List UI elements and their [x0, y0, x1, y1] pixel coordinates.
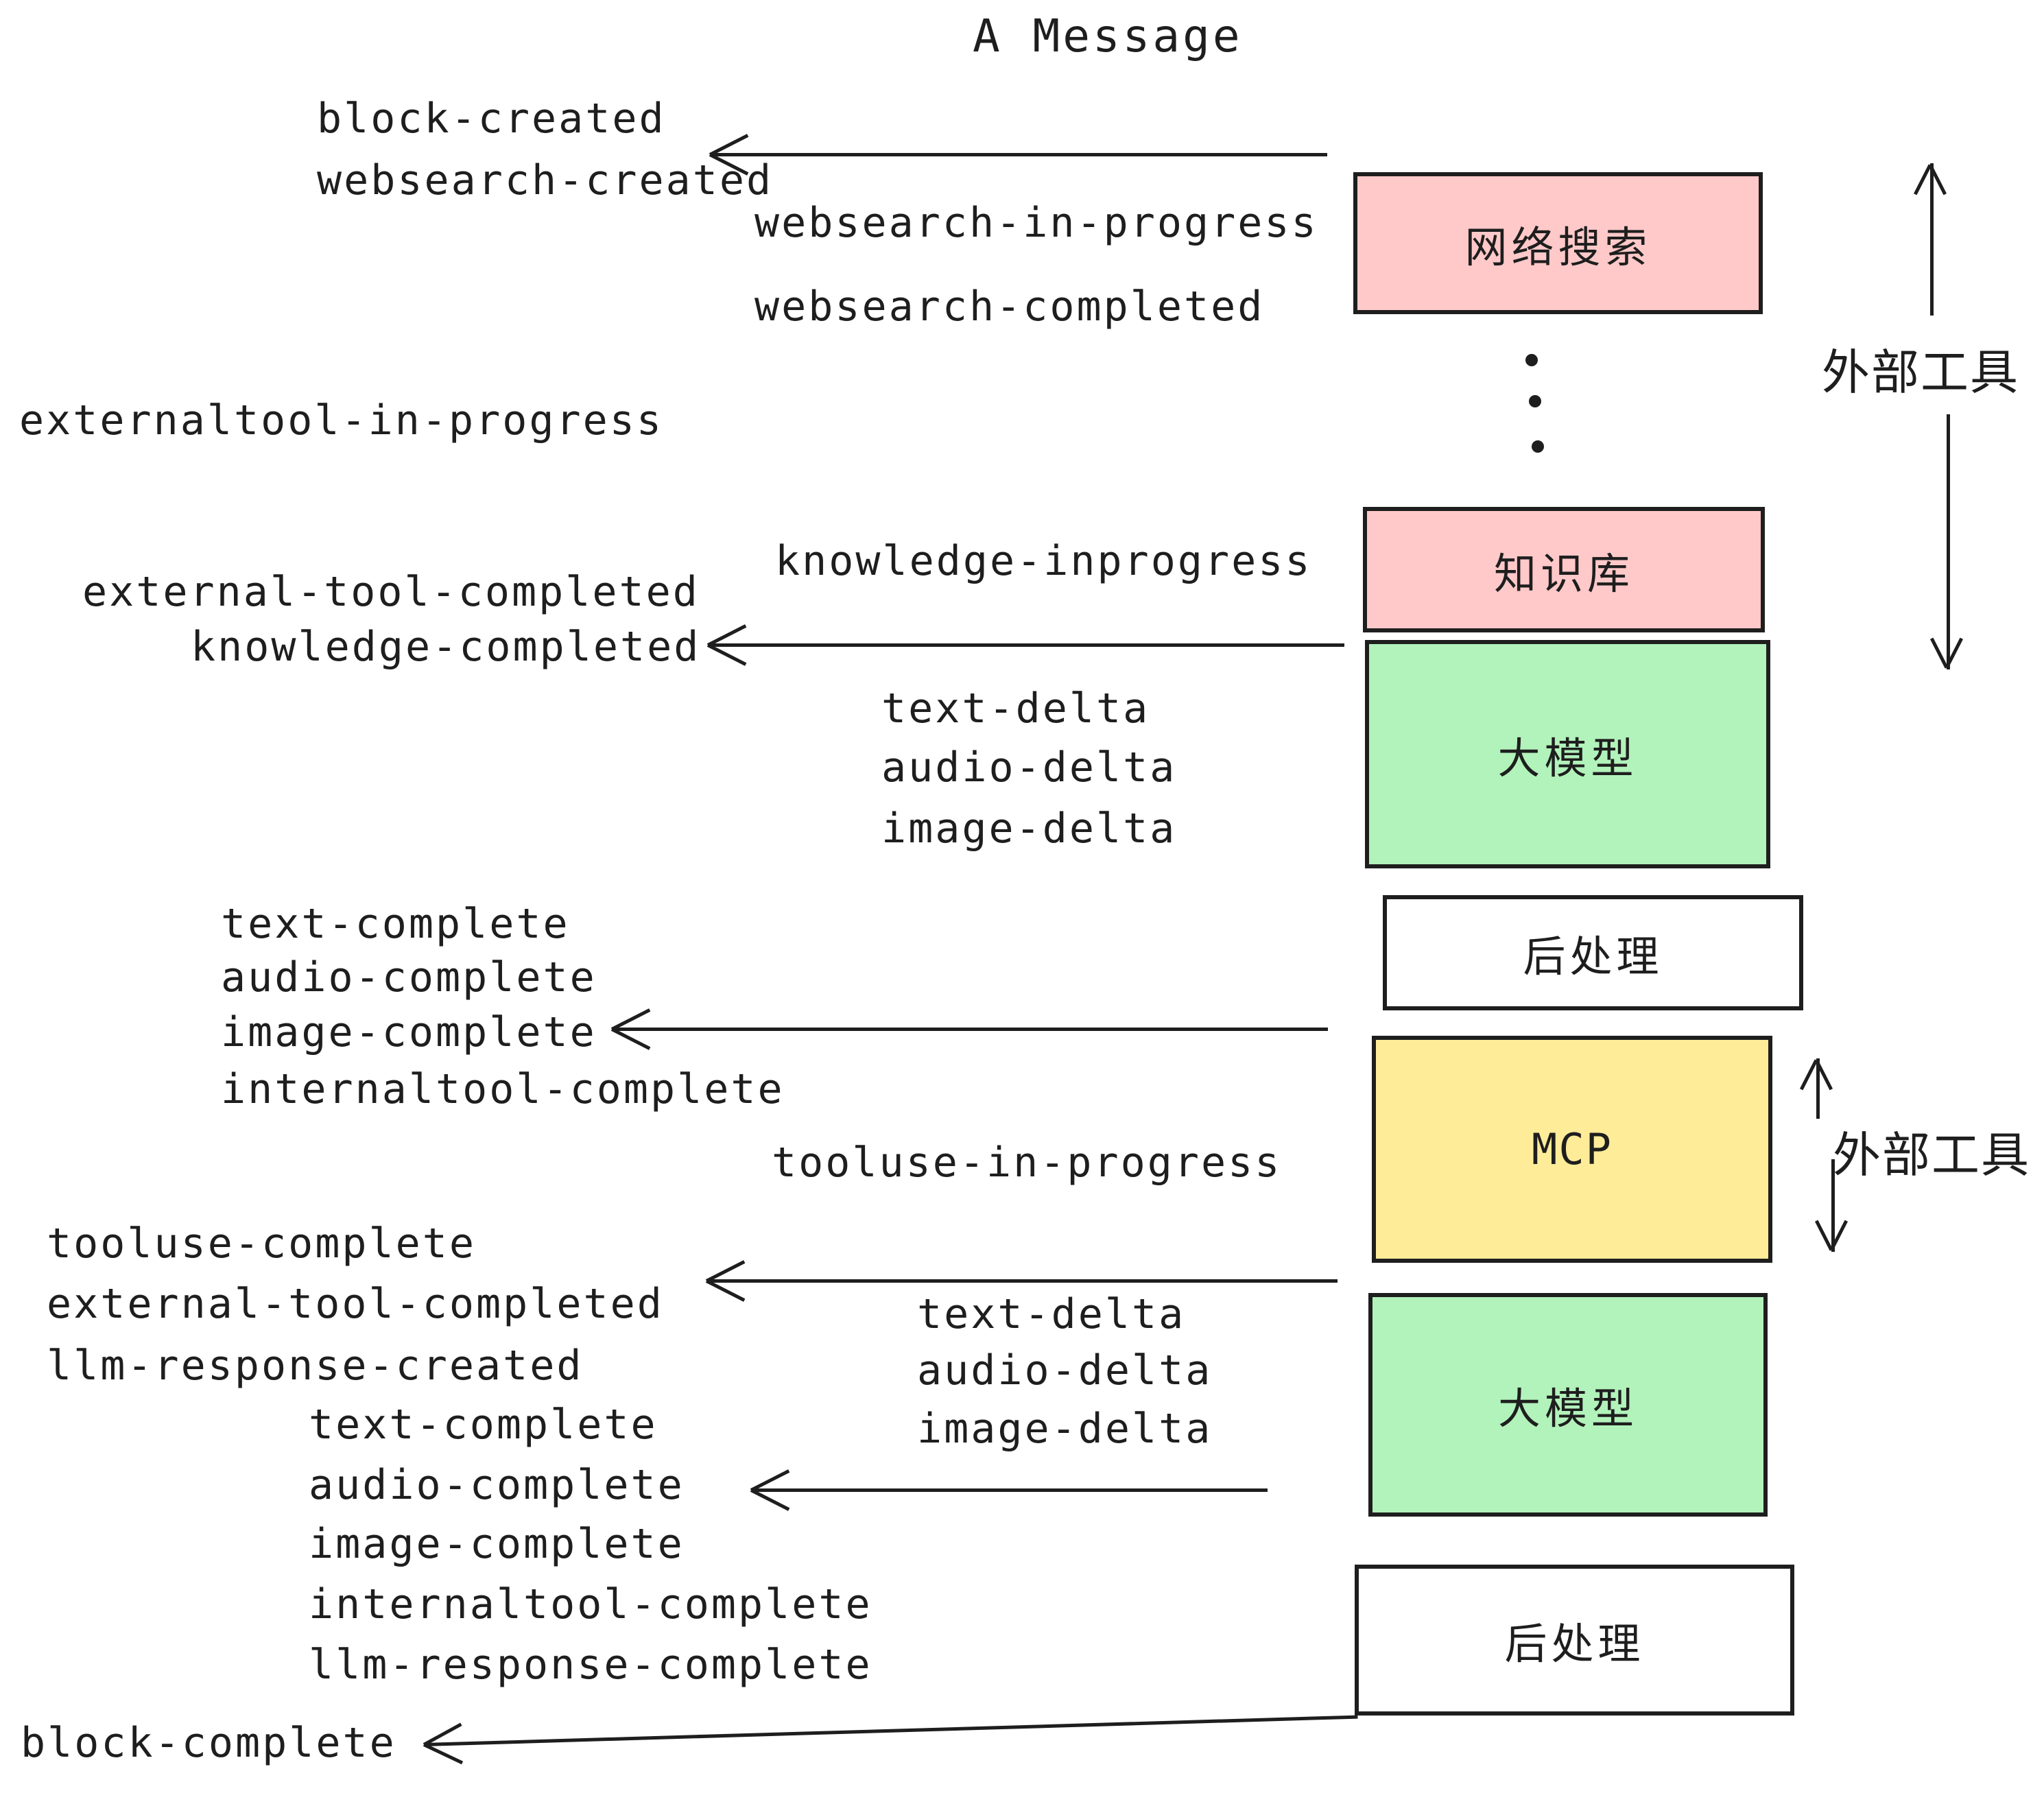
arrow-to-block-complete — [423, 1715, 1358, 1765]
event-text-complete: text-complete — [221, 900, 570, 948]
event-websearch-completed: websearch-completed — [754, 283, 1265, 331]
event-tooluse-in-progress: tooluse-in-progress — [772, 1139, 1282, 1187]
ellipsis-dot-1 — [1525, 354, 1538, 366]
event-internaltool-complete: internaltool-complete — [221, 1065, 785, 1113]
box-mcp: MCP — [1372, 1036, 1772, 1263]
box-knowledge: 知识库 — [1363, 507, 1765, 632]
event-tooluse-complete: tooluse-complete — [47, 1220, 476, 1268]
event-internaltool-complete-2: internaltool-complete — [309, 1580, 872, 1628]
event-audio-complete: audio-complete — [221, 953, 597, 1001]
box-websearch-label: 网络搜索 — [1464, 224, 1652, 272]
event-text-delta: text-delta — [881, 685, 1150, 733]
event-knowledge-inprogress: knowledge-inprogress — [775, 537, 1312, 585]
event-knowledge-completed: knowledge-completed — [191, 623, 701, 671]
box-websearch: 网络搜索 — [1353, 172, 1763, 314]
event-audio-complete-2: audio-complete — [309, 1461, 685, 1509]
ellipsis-dot-3 — [1532, 440, 1544, 453]
event-external-tool-completed: external-tool-completed — [82, 568, 700, 616]
event-block-created: block-created — [317, 95, 666, 143]
event-external-tool-completed-2: external-tool-completed — [47, 1280, 664, 1328]
event-image-delta: image-delta — [881, 805, 1177, 853]
event-audio-delta: audio-delta — [881, 744, 1177, 792]
event-block-complete: block-complete — [21, 1719, 396, 1767]
external-tools-label-2: 外部工具 — [1833, 1128, 2030, 1182]
box-mcp-label: MCP — [1532, 1124, 1613, 1174]
box-llm-2: 大模型 — [1368, 1293, 1768, 1517]
event-llm-response-complete: llm-response-complete — [309, 1641, 872, 1689]
event-image-complete: image-complete — [221, 1008, 597, 1056]
box-postprocess-2: 后处理 — [1355, 1565, 1794, 1716]
box-llm-1-label: 大模型 — [1497, 735, 1638, 783]
external-tools-label-1: 外部工具 — [1822, 346, 2019, 399]
event-image-delta-2: image-delta — [917, 1405, 1213, 1453]
box-knowledge-label: 知识库 — [1493, 550, 1634, 598]
box-postprocess-1-label: 后处理 — [1523, 934, 1663, 981]
event-externaltool-in-progress: externaltool-in-progress — [19, 396, 663, 444]
box-postprocess-2-label: 后处理 — [1504, 1621, 1645, 1668]
box-postprocess-1: 后处理 — [1383, 895, 1803, 1010]
event-audio-delta-2: audio-delta — [917, 1346, 1213, 1394]
event-text-delta-2: text-delta — [917, 1290, 1186, 1338]
box-llm-1: 大模型 — [1365, 640, 1770, 868]
event-llm-response-created: llm-response-created — [47, 1342, 584, 1390]
event-image-complete-2: image-complete — [309, 1520, 685, 1568]
event-text-complete-2: text-complete — [309, 1401, 658, 1449]
event-websearch-created: websearch-created — [317, 156, 774, 204]
ellipsis-dot-2 — [1529, 395, 1541, 407]
diagram-title: A Message — [973, 10, 1243, 62]
event-websearch-in-progress: websearch-in-progress — [754, 199, 1318, 247]
box-llm-2-label: 大模型 — [1497, 1386, 1638, 1433]
